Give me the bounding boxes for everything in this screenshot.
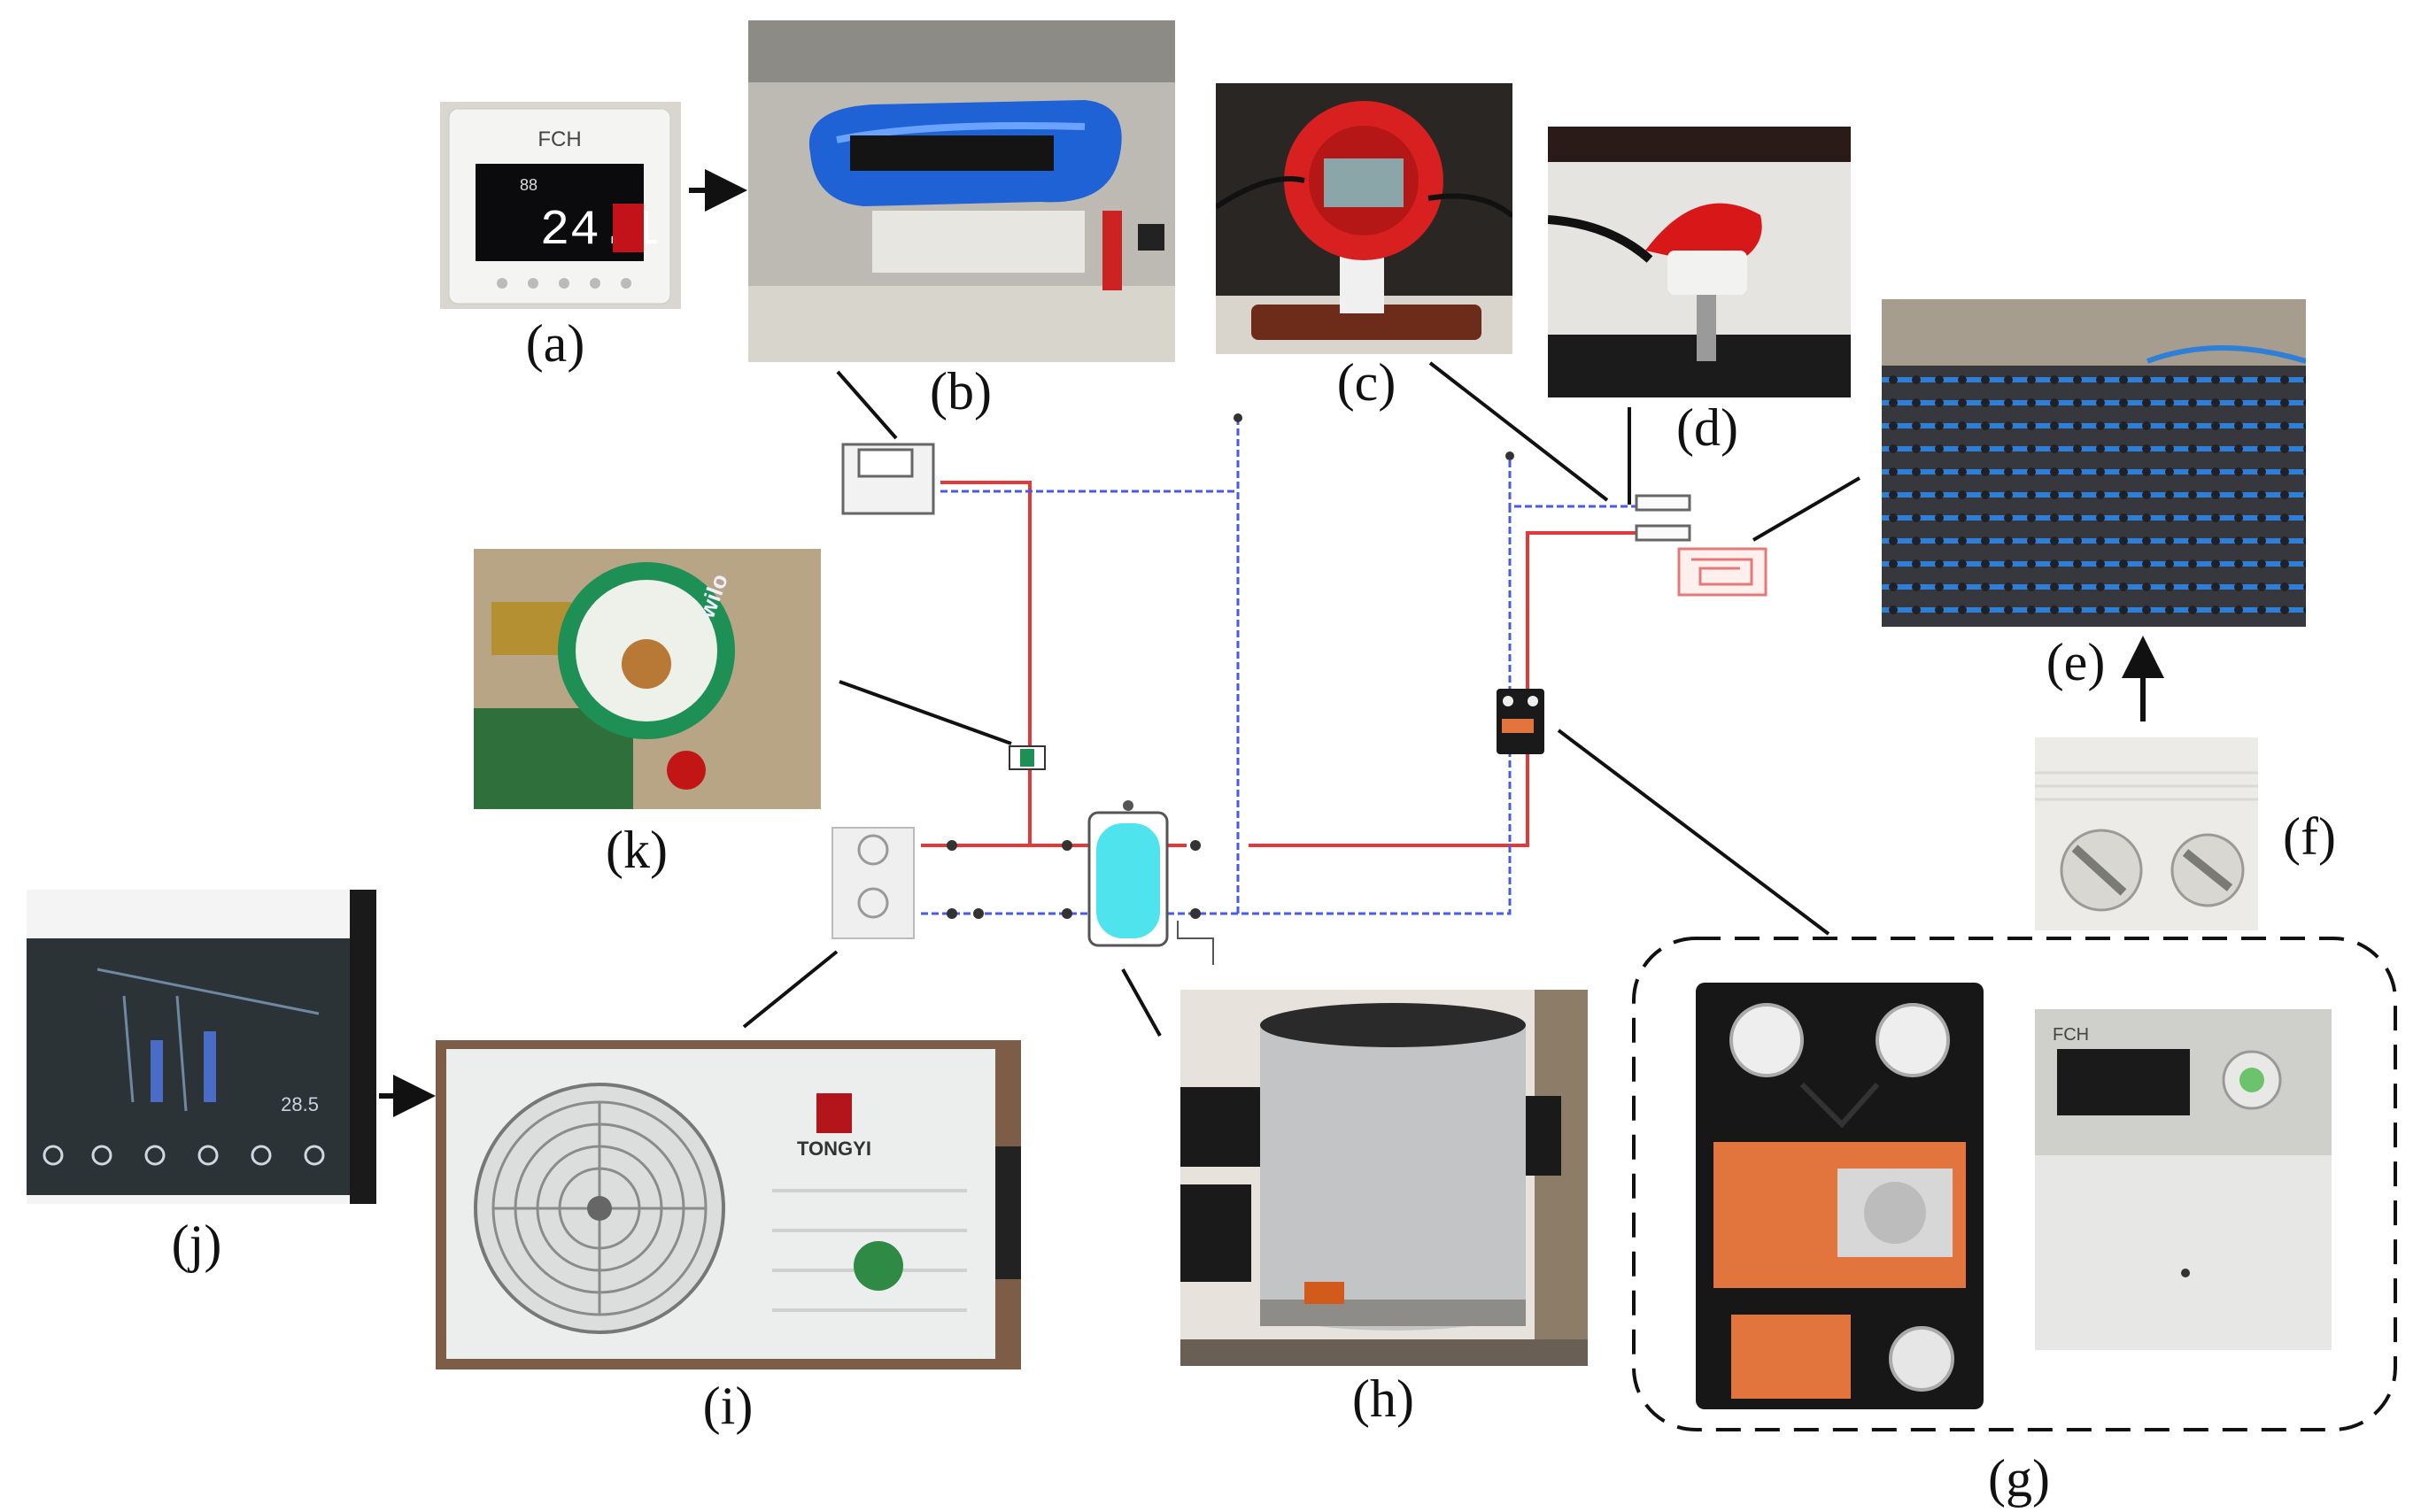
label-b: (b) [930, 362, 992, 420]
photo-i-heat-pump: TONGYI [436, 1040, 1021, 1369]
label-j: (j) [171, 1215, 222, 1273]
label-i: (i) [702, 1377, 754, 1435]
thermostat-brand: FCH [538, 127, 581, 151]
schematic-boiler [841, 443, 935, 515]
leader-lines [742, 361, 1861, 1037]
display-reading: 28.5 [281, 1093, 319, 1115]
schematic-floor-loop [1677, 547, 1767, 597]
photo-c-flow-meter [1216, 83, 1512, 354]
photo-j-touch-display: 28.5 [27, 890, 376, 1204]
photo-b-cable-unit [748, 20, 1175, 362]
photo-d-temperature-sensor [1548, 127, 1851, 397]
photo-a-thermostat: FCH 88 24.1 [440, 102, 681, 309]
schematic-valves [947, 413, 1514, 919]
supply-pipes [921, 481, 1636, 847]
photo-g-mixing-station [1696, 983, 1984, 1409]
label-e: (e) [2046, 633, 2106, 691]
controller-brand: FCH [2053, 1025, 2089, 1045]
photo-e-floor-heating [1882, 299, 2306, 627]
label-k: (k) [606, 821, 668, 879]
heat-pump-brand: TONGYI [797, 1138, 871, 1160]
thermostat-humidity: 88 [520, 176, 538, 194]
label-g: (g) [1988, 1449, 2050, 1508]
label-c: (c) [1336, 353, 1396, 412]
photo-g-solar-controller: FCH [2035, 1009, 2332, 1350]
schematic-drain [1177, 921, 1214, 965]
label-h: (h) [1352, 1369, 1414, 1428]
photo-k-circulation-pump: wilo [474, 549, 821, 809]
schematic-heat-pump [831, 827, 915, 939]
return-pipes [921, 418, 1636, 915]
schematic-pump [1009, 745, 1046, 770]
photo-h-water-tank [1180, 990, 1588, 1366]
label-d: (d) [1676, 398, 1738, 457]
schematic-mixing-station [1497, 689, 1544, 754]
label-a: (a) [525, 314, 585, 373]
schematic-manifold [1635, 494, 1691, 542]
label-f: (f) [2283, 807, 2336, 866]
schematic-tank [1087, 800, 1169, 947]
photo-f-room-controller [2035, 737, 2258, 930]
